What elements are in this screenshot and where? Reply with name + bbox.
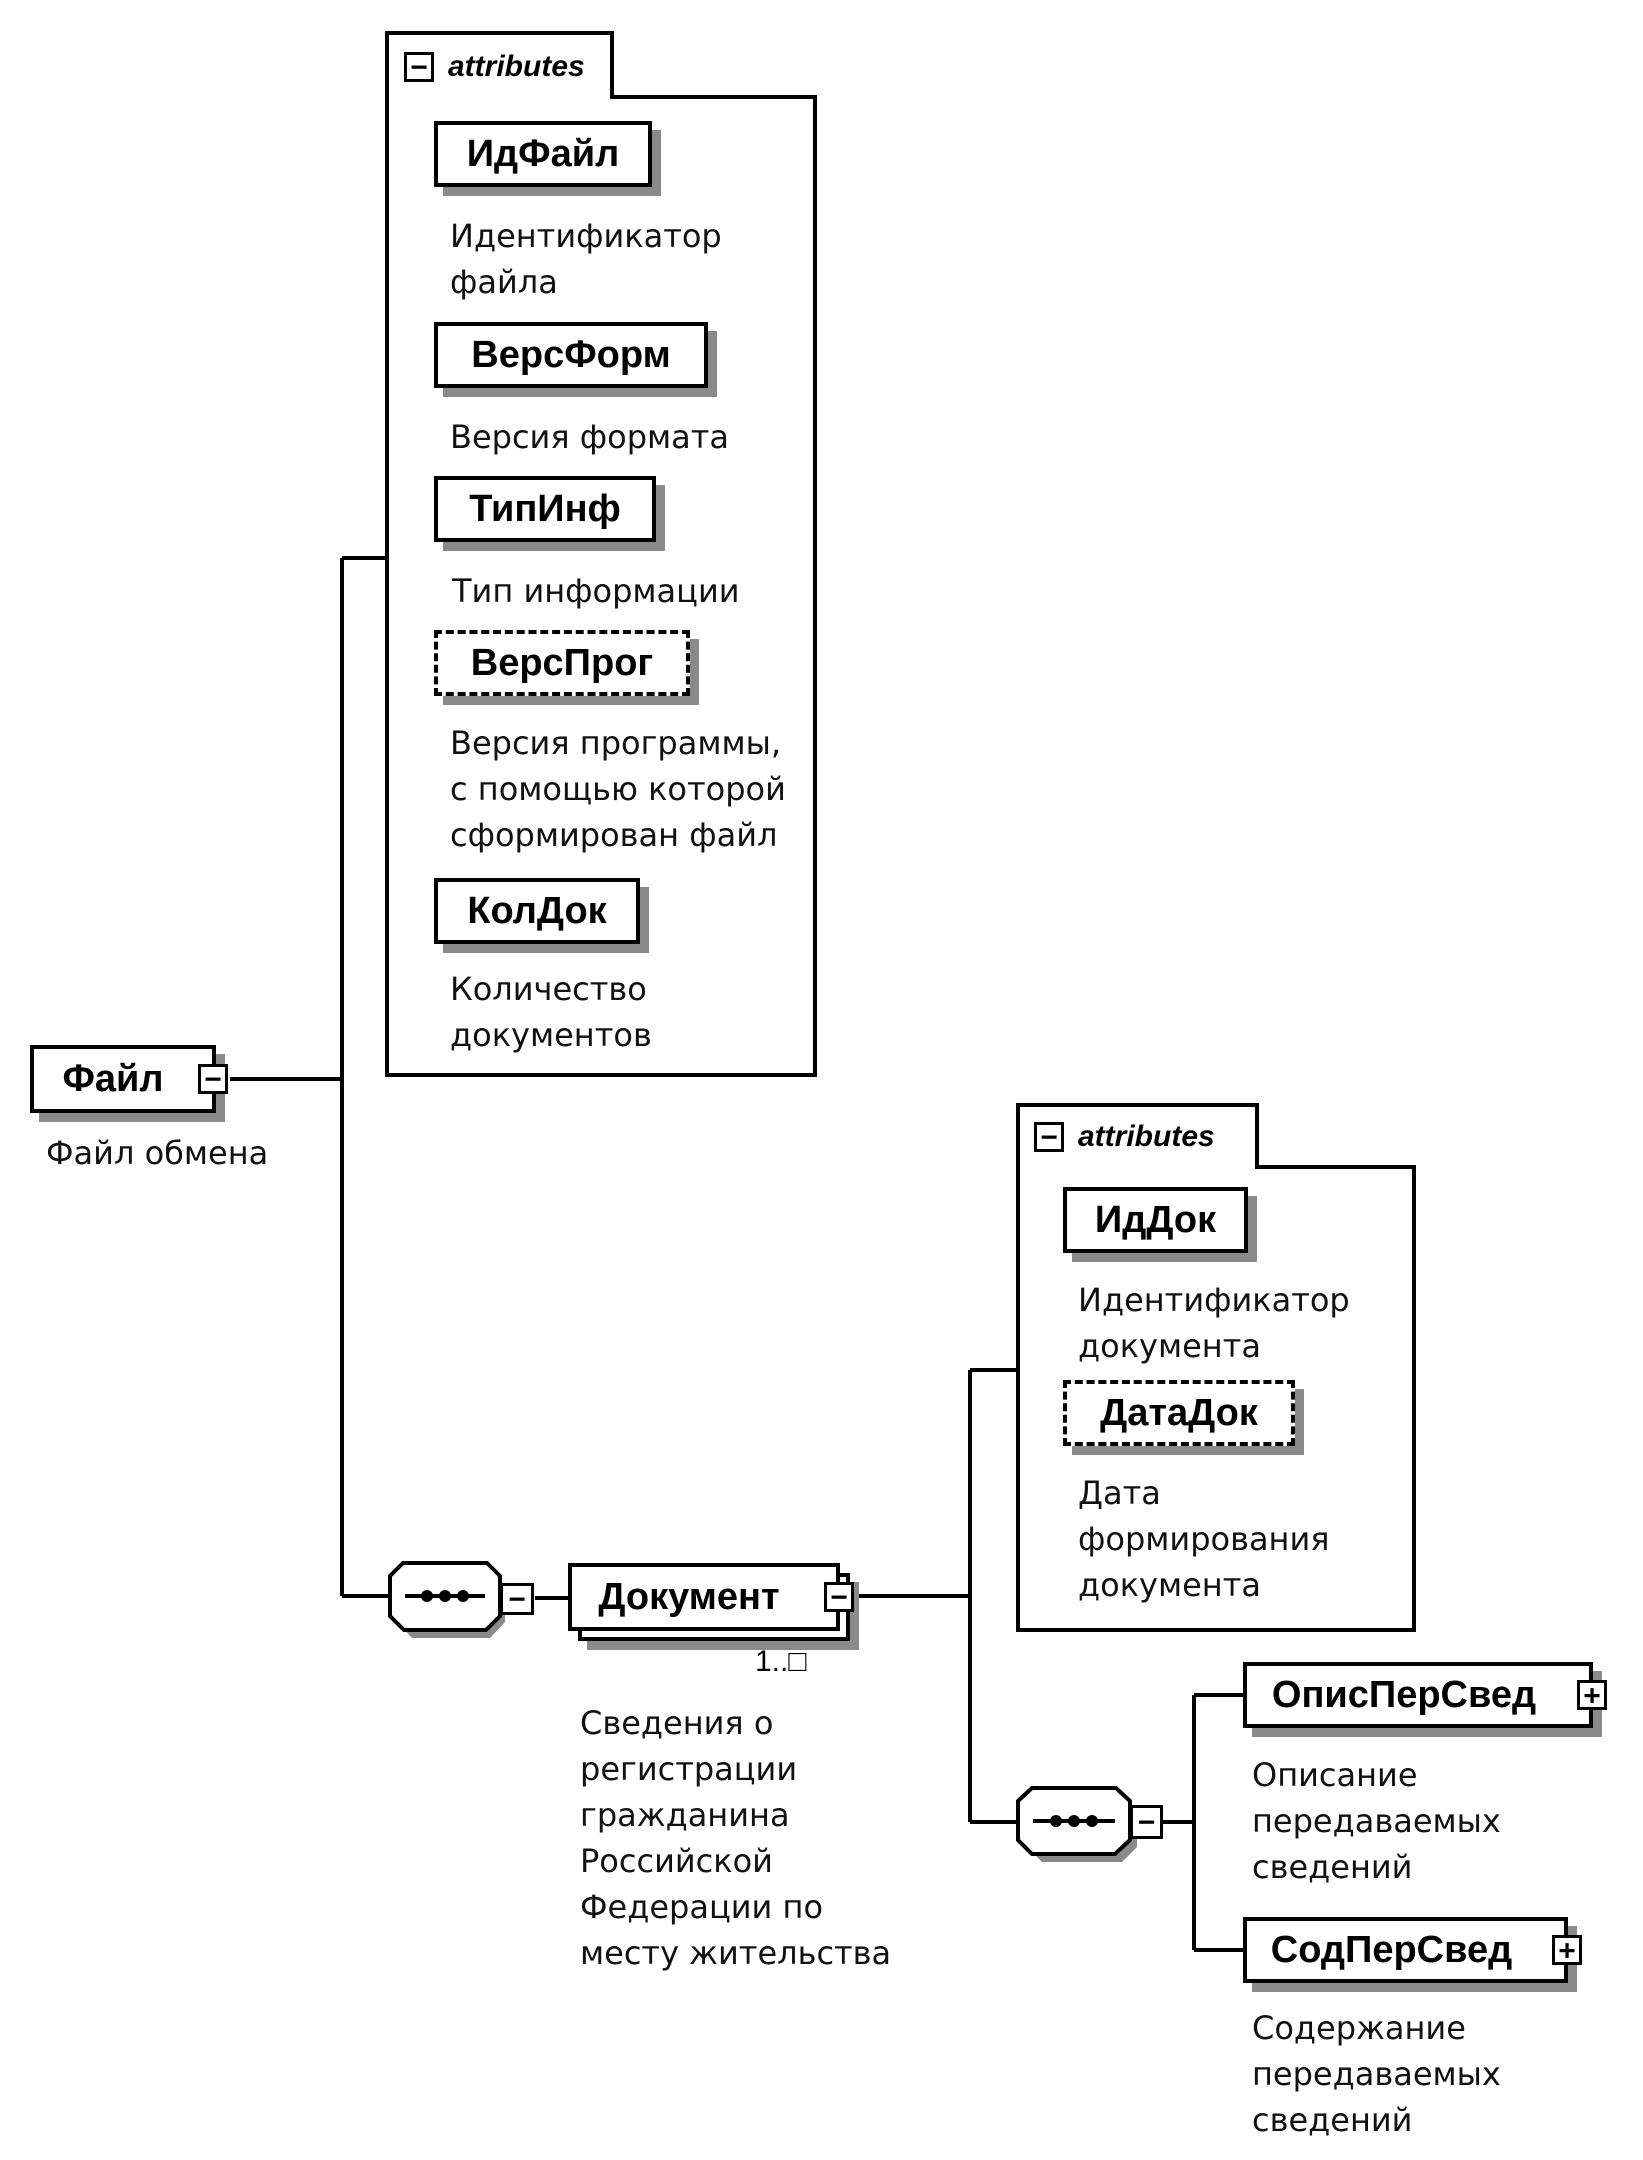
attribute-idfile[interactable]: ИдФайл bbox=[434, 121, 652, 187]
expand-icon[interactable]: + bbox=[1577, 1680, 1607, 1710]
collapse-icon[interactable]: − bbox=[824, 1582, 854, 1612]
root-description: Файл обмена bbox=[46, 1134, 269, 1172]
sequence-compositor-1 bbox=[388, 1561, 505, 1638]
attribute-description: Идентификатор файла bbox=[450, 217, 722, 301]
collapse-icon[interactable]: − bbox=[198, 1064, 228, 1094]
root-element[interactable]: Файл − bbox=[30, 1045, 228, 1113]
attribute-versprog[interactable]: ВерсПрог bbox=[434, 630, 690, 696]
attributes-title: attributes bbox=[1078, 1120, 1215, 1153]
document-cardinality: 1..□ bbox=[755, 1645, 807, 1678]
file-attributes-frame bbox=[385, 31, 817, 1077]
child-element-opispersved[interactable]: ОписПерСвед + bbox=[1243, 1662, 1607, 1728]
attribute-description: Версия программы, с помощью которой сфор… bbox=[450, 724, 786, 854]
attribute-tipinf[interactable]: ТипИнф bbox=[434, 476, 656, 542]
attribute-iddok[interactable]: ИдДок bbox=[1063, 1187, 1248, 1253]
sequence-compositor-2 bbox=[1016, 1786, 1137, 1862]
file-attributes-header: − attributes bbox=[404, 50, 585, 84]
attribute-description: Дата формирования документа bbox=[1078, 1474, 1330, 1604]
attribute-description: Тип информации bbox=[452, 572, 740, 610]
attribute-description: Версия формата bbox=[450, 418, 730, 456]
attribute-description: Идентификатор документа bbox=[1078, 1281, 1350, 1365]
child-description: Содержание передаваемых сведений bbox=[1252, 2009, 1501, 2139]
attribute-datadok[interactable]: ДатаДок bbox=[1063, 1380, 1295, 1446]
expand-icon[interactable]: + bbox=[1552, 1935, 1582, 1965]
child-element-sodpersved[interactable]: СодПерСвед + bbox=[1243, 1917, 1582, 1983]
document-attributes-header: − attributes bbox=[1034, 1120, 1215, 1154]
collapse-icon[interactable]: − bbox=[404, 52, 434, 82]
attribute-versform[interactable]: ВерсФорм bbox=[434, 322, 708, 388]
document-description: Сведения о регистрации гражданина Россий… bbox=[580, 1704, 892, 1972]
attributes-title: attributes bbox=[448, 50, 585, 83]
collapse-icon[interactable]: − bbox=[1034, 1122, 1064, 1152]
sequence-1-collapse-icon[interactable]: − bbox=[500, 1583, 534, 1615]
attribute-koldok[interactable]: КолДок bbox=[434, 878, 640, 944]
sequence-2-collapse-icon[interactable]: − bbox=[1130, 1805, 1163, 1839]
root-element-name: Файл bbox=[62, 1057, 164, 1100]
attribute-description: Количество документов bbox=[450, 970, 652, 1054]
document-element[interactable]: Документ − bbox=[568, 1563, 854, 1631]
child-description: Описание передаваемых сведений bbox=[1252, 1756, 1501, 1886]
